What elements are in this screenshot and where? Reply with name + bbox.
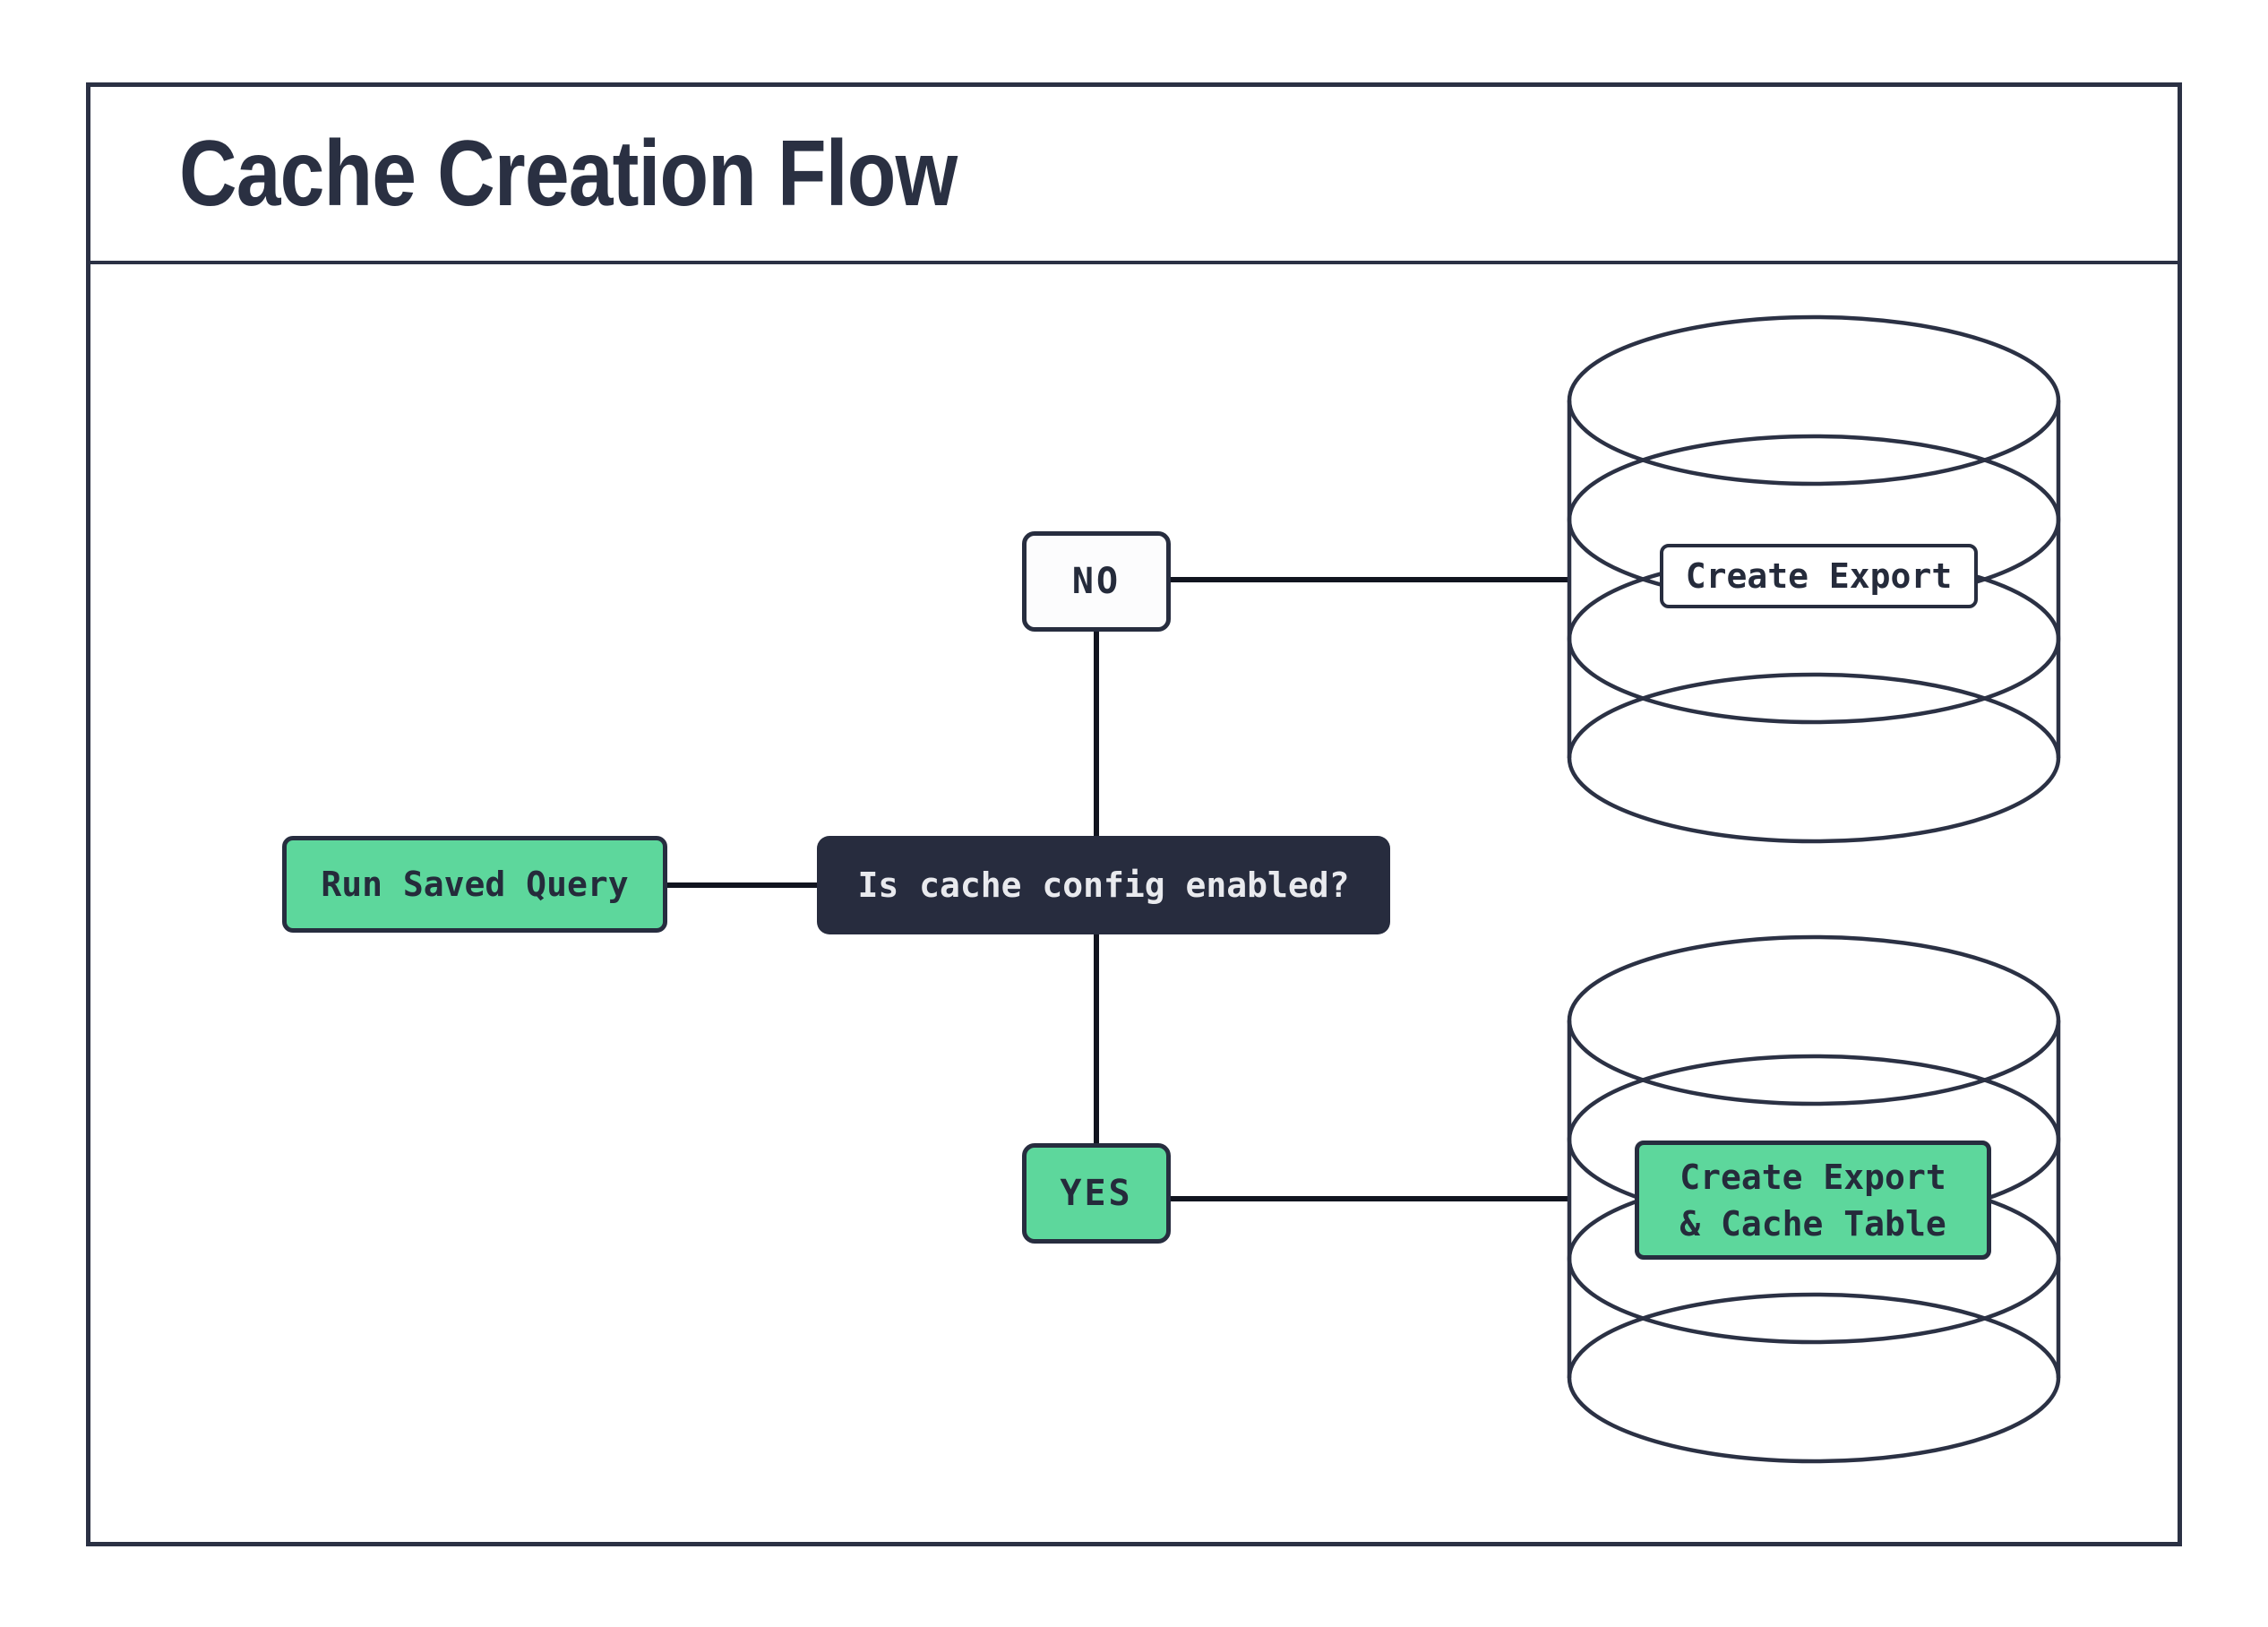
- node-create-export-label: Create Export: [1685, 556, 1953, 596]
- node-no-branch: NO: [1022, 531, 1171, 632]
- node-create-export: Create Export: [1660, 544, 1978, 608]
- diagram-header: Cache Creation Flow: [90, 87, 2178, 264]
- node-create-export-cache-table: Create Export & Cache Table: [1635, 1141, 1991, 1260]
- node-create-export-cache-table-line2: & Cache Table: [1680, 1203, 1946, 1244]
- node-cache-config-decision-label: Is cache config enabled?: [857, 865, 1350, 905]
- node-create-export-cache-table-line1: Create Export: [1680, 1157, 1946, 1197]
- node-run-saved-query: Run Saved Query: [282, 836, 667, 933]
- node-cache-config-decision: Is cache config enabled?: [817, 836, 1390, 934]
- diagram-frame: Cache Creation Flow: [86, 82, 2182, 1546]
- page-title: Cache Creation Flow: [179, 121, 958, 226]
- node-run-saved-query-label: Run Saved Query: [321, 865, 629, 904]
- node-yes-branch-label: YES: [1060, 1173, 1133, 1214]
- node-no-branch-label: NO: [1071, 561, 1121, 602]
- node-yes-branch: YES: [1022, 1143, 1171, 1244]
